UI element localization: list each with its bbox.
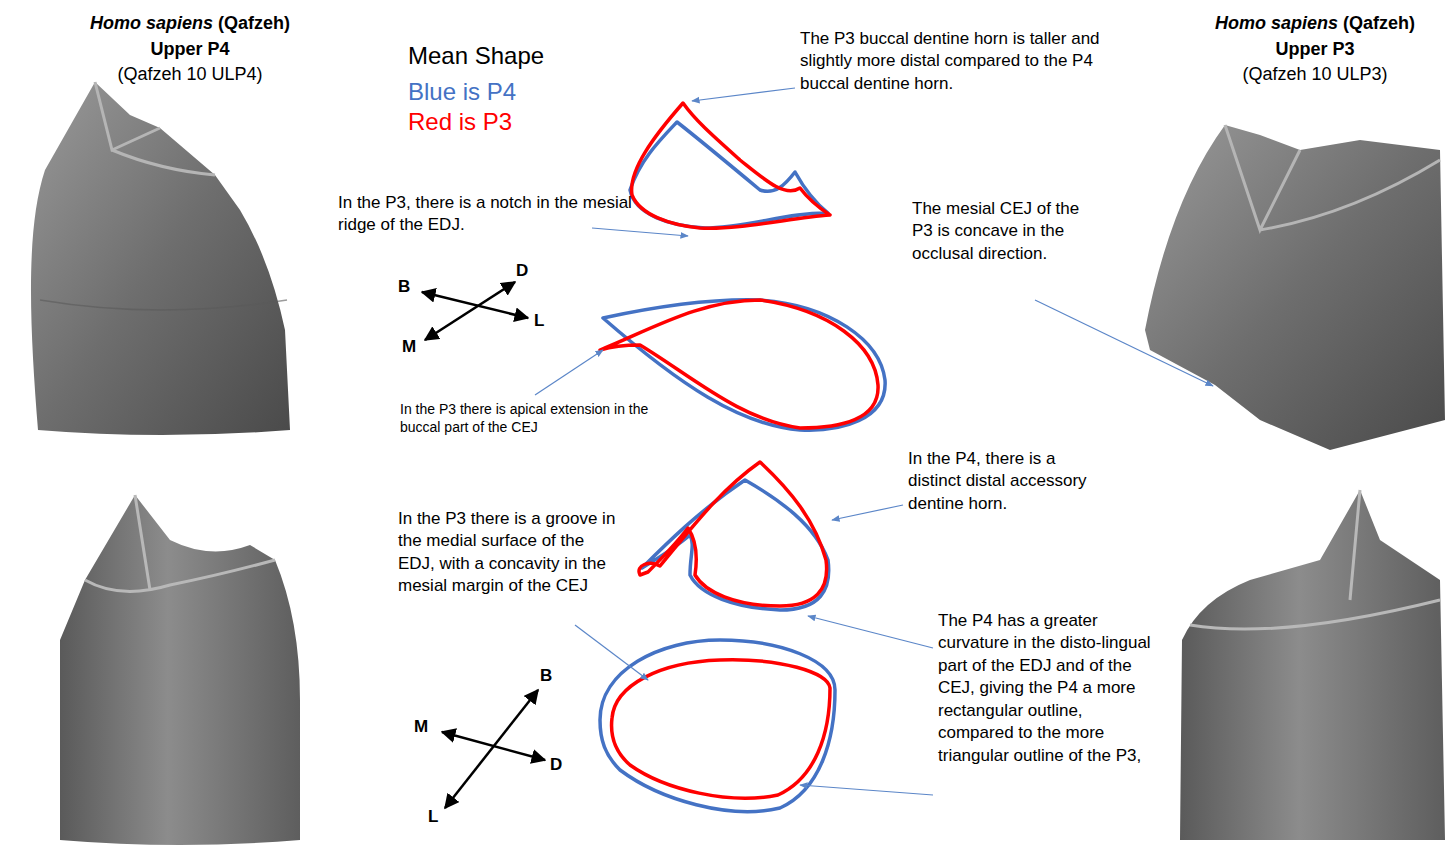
tooth-render: [31, 82, 290, 435]
compass-axis: [445, 690, 538, 808]
site-name: (Qafzeh): [218, 12, 290, 36]
species-name: Homo sapiens: [1215, 12, 1338, 36]
annotation: The P4 has a greater curvature in the di…: [938, 610, 1158, 767]
heading-line: Homo sapiens(Qafzeh): [1180, 12, 1450, 36]
annotation: In the P3 there is apical extension in t…: [400, 400, 680, 437]
annotation: In the P4, there is a distinct distal ac…: [908, 448, 1093, 515]
tooth-ridge: [85, 495, 275, 591]
compass-axis: [422, 292, 528, 318]
heading-line: Homo sapiens(Qafzeh): [40, 12, 340, 36]
leader-line: [692, 88, 795, 101]
legend-entry: Red is P3: [408, 106, 512, 138]
annotation: In the P3 there is a groove in the media…: [398, 508, 623, 598]
edj-outline-p4: [642, 480, 829, 610]
legend-entry: Blue is P4: [408, 76, 516, 108]
compass-axis: [425, 282, 515, 340]
tooth-crown: [1180, 490, 1445, 840]
tooth-ridge: [95, 82, 215, 175]
leader-line: [592, 228, 688, 236]
cej-outline-p3: [612, 660, 830, 798]
legend-text: Red is P3: [408, 108, 512, 135]
direction-letter: D: [550, 754, 570, 776]
annotation: In the P3, there is a notch in the mesia…: [338, 192, 638, 237]
direction-letter: D: [516, 260, 536, 282]
tooth-type: Upper P4: [40, 38, 340, 62]
specimen-id: (Qafzeh 10 ULP4): [40, 63, 340, 87]
leader-line: [800, 785, 933, 795]
cej-outline-p4: [600, 640, 835, 812]
tooth-render: [60, 495, 300, 845]
edj-outline-p4: [630, 122, 828, 228]
species-name: Homo sapiens: [90, 12, 213, 36]
leader-line: [575, 625, 648, 680]
annotation: The mesial CEJ of the P3 is concave in t…: [912, 198, 1097, 265]
tooth-ridge: [1190, 490, 1440, 629]
edj-outline-p3: [639, 462, 827, 606]
direction-letter: L: [534, 310, 554, 332]
specimen-id: (Qafzeh 10 ULP3): [1180, 63, 1450, 87]
leader-line: [832, 505, 903, 520]
site-name: (Qafzeh): [1343, 12, 1415, 36]
tooth-crown: [31, 82, 290, 435]
tooth-crown: [60, 495, 300, 845]
tooth-ridge: [1225, 125, 1440, 230]
leader-line: [535, 350, 603, 395]
direction-letter: M: [414, 716, 436, 738]
tooth-ridge: [40, 300, 287, 310]
edj-outline-p3: [632, 103, 830, 228]
leader-line: [808, 616, 933, 648]
leader-line: [1035, 300, 1213, 386]
legend-text: Blue is P4: [408, 78, 516, 105]
tooth-type: Upper P3: [1180, 38, 1450, 62]
direction-letter: L: [428, 806, 448, 828]
direction-letter: M: [402, 336, 424, 358]
tooth-render: [1180, 490, 1445, 840]
direction-letter: B: [398, 276, 418, 298]
legend-title: Mean Shape: [408, 40, 608, 72]
tooth-crown: [1145, 125, 1445, 450]
direction-letter: B: [540, 665, 560, 687]
tooth-render: [1145, 125, 1445, 450]
annotation: The P3 buccal dentine horn is taller and…: [800, 28, 1100, 95]
